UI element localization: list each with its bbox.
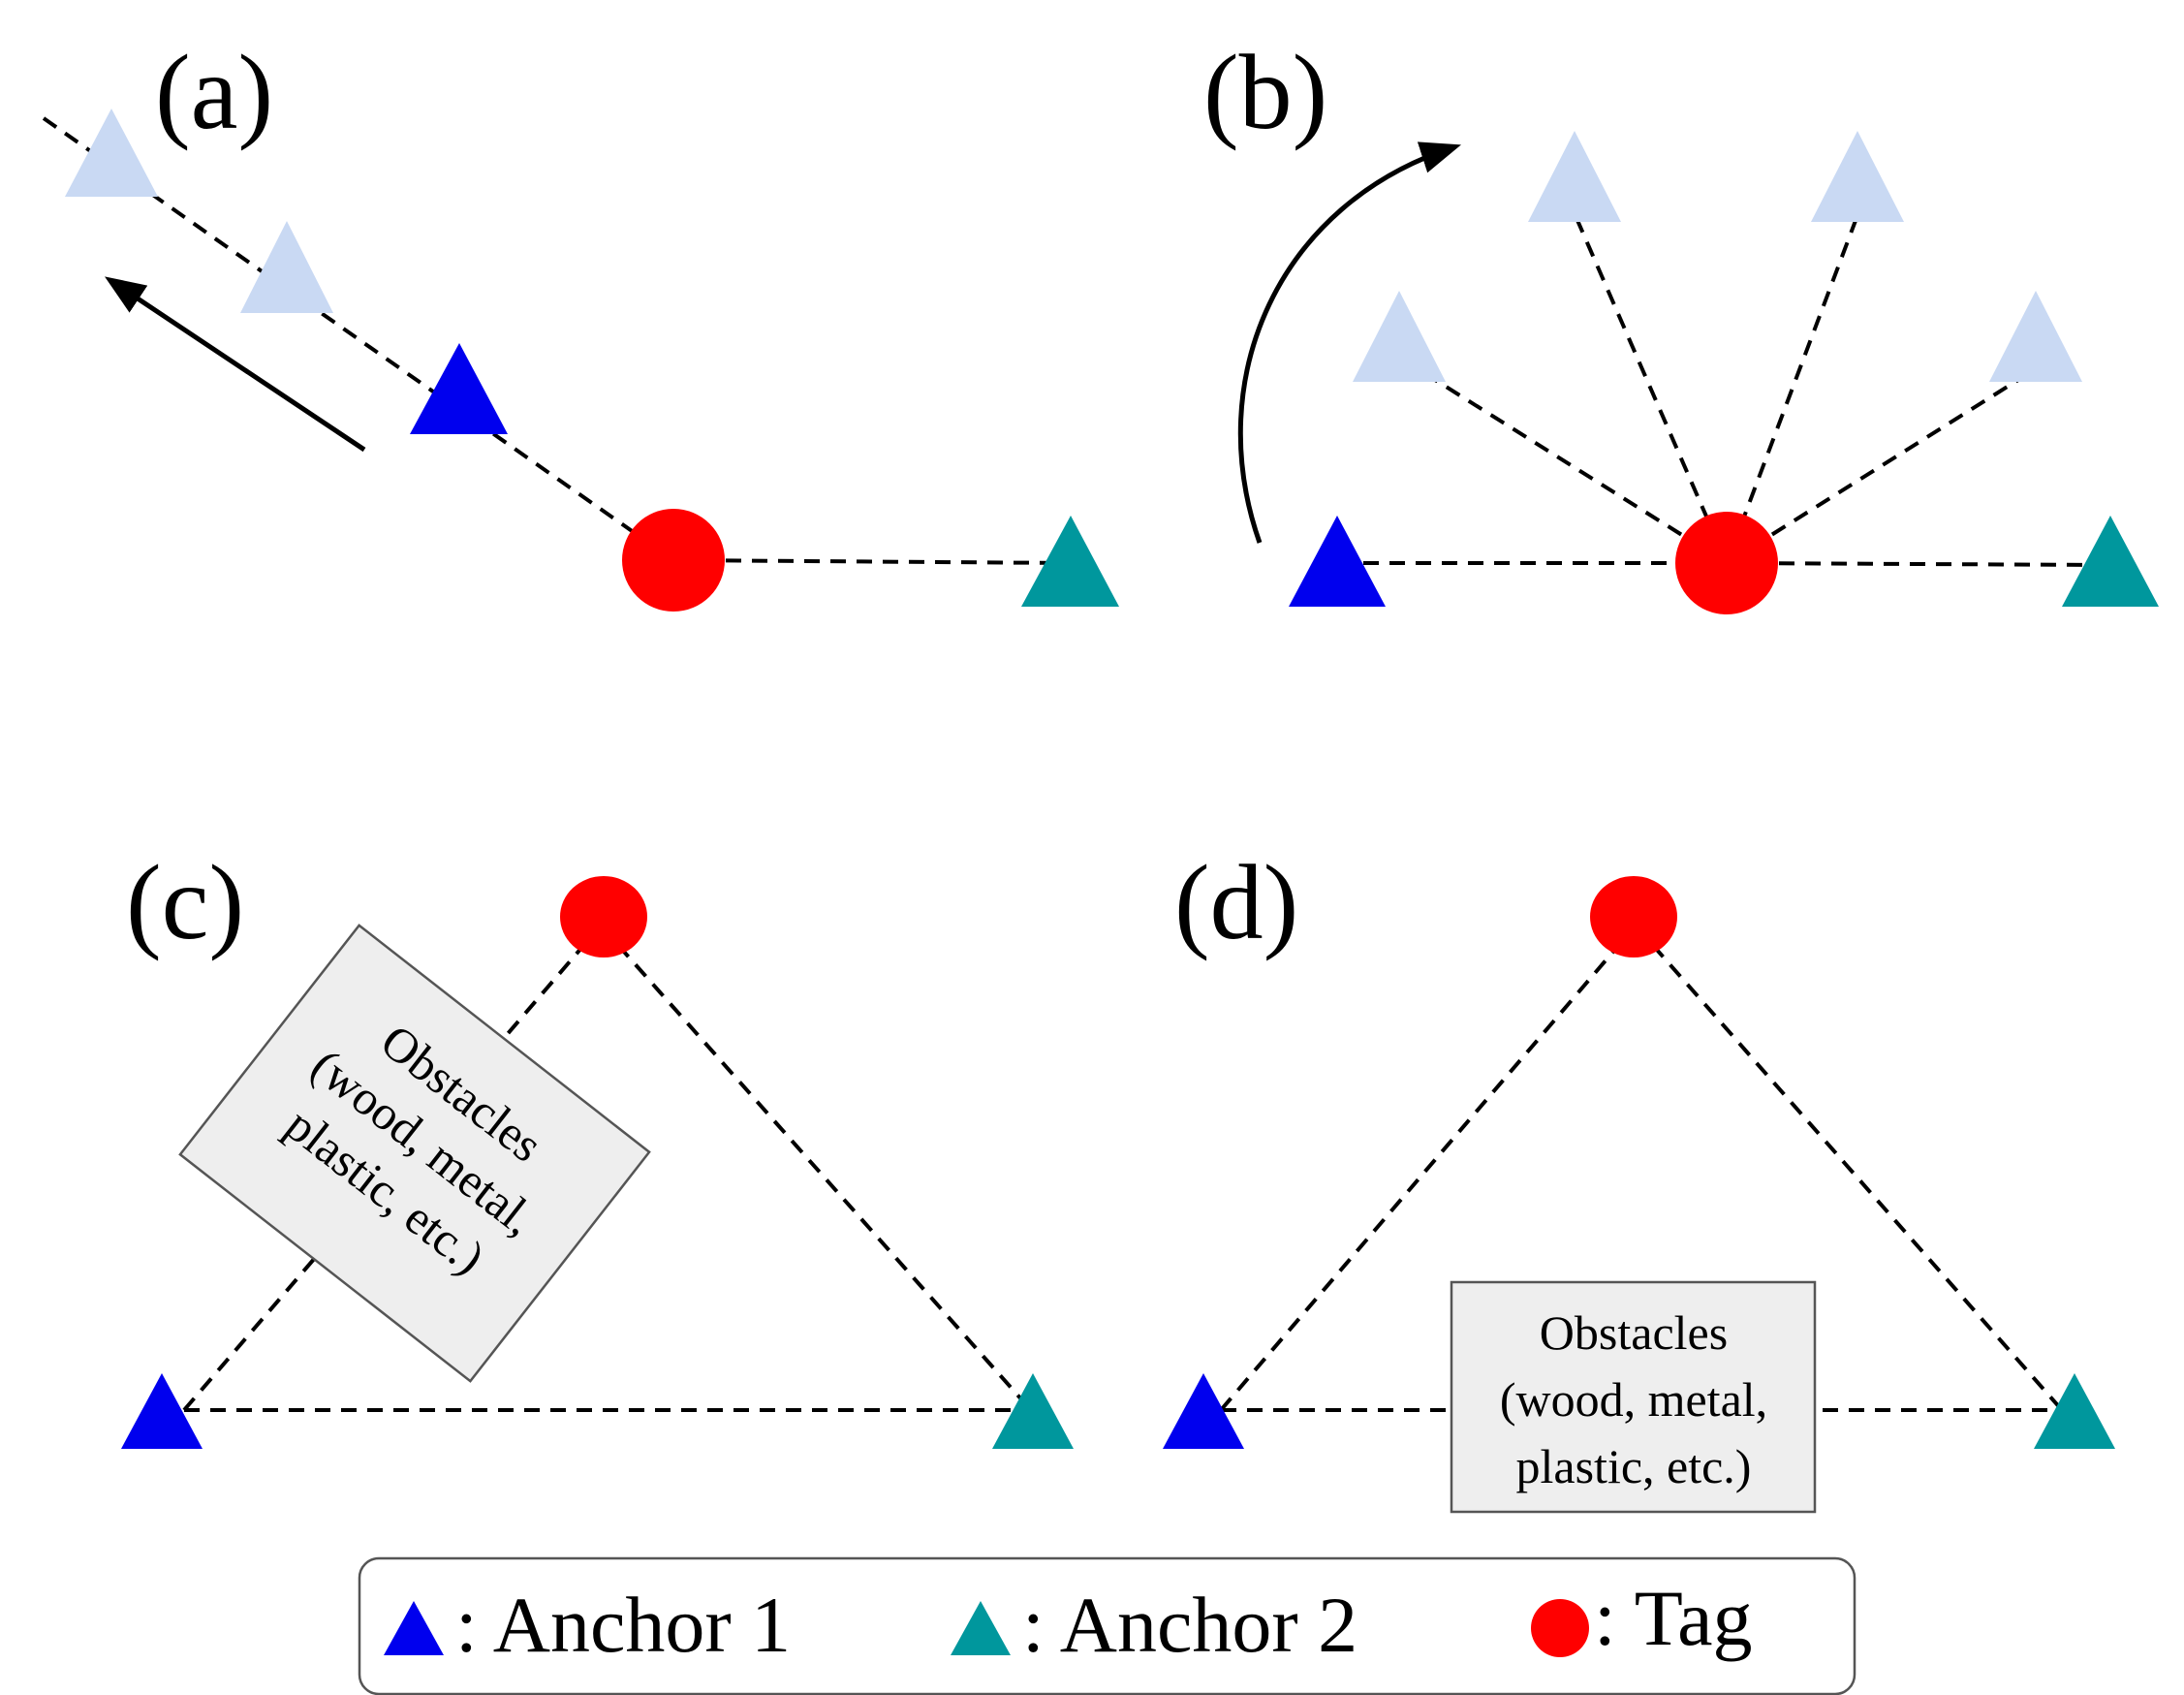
panel-c: (c) Obstacles (wood, metal, plastic, etc… (121, 843, 1074, 1449)
panel-c-tag-anchor2-line (599, 924, 1033, 1412)
panel-d-anchor1 (1163, 1373, 1244, 1449)
panel-d-obstacle-line-1: Obstacles (1540, 1305, 1728, 1360)
legend-anchor1-label: : Anchor 1 (455, 1581, 791, 1669)
legend-anchor2-icon (951, 1601, 1011, 1655)
panel-b-rotate-arrow (1237, 141, 1461, 544)
panel-a-moved-anchor-1 (65, 109, 158, 197)
panel-b-moved-anchor-1 (1353, 291, 1446, 382)
legend-box (358, 1556, 1856, 1695)
panel-a-move-arrow (105, 276, 366, 453)
panel-d-obstacle-line-2: (wood, metal, (1500, 1372, 1767, 1427)
panel-c-obstacle: Obstacles (wood, metal, plastic, etc.) (178, 924, 651, 1383)
panel-a-anchor2-line (672, 558, 1072, 565)
panel-b-moved-anchor-2 (1528, 131, 1621, 222)
panel-a-tag (622, 509, 725, 612)
panel-b-anchor2-line (1726, 561, 2111, 567)
panel-b-ray-1 (1422, 371, 1729, 565)
panel-d-anchor2 (2034, 1373, 2115, 1449)
panel-d-tag-anchor2-line (1634, 924, 2064, 1412)
panel-c-tag (560, 876, 647, 957)
panel-d-label: (d) (1174, 843, 1298, 961)
panel-b-ray-4 (1725, 371, 2031, 565)
panel-a-path-line (42, 116, 675, 562)
panel-d-tag (1590, 876, 1677, 957)
panel-a: (a) (42, 33, 1119, 612)
panel-d: (d) Obstacles (wood, metal, plastic, etc… (1163, 843, 2115, 1514)
panel-b-label: (b) (1203, 33, 1327, 151)
panel-d-obstacle-box (1450, 1280, 1817, 1514)
panel-b-ray-2 (1575, 217, 1729, 564)
legend-tag-icon (1531, 1599, 1589, 1657)
panel-d-anchor1-tag-line (1219, 924, 1638, 1412)
panel-b-moved-anchor-4 (1989, 291, 2082, 382)
panel-c-obstacle-box (178, 924, 651, 1383)
panel-d-obstacle-line-3: plastic, etc.) (1516, 1439, 1752, 1493)
legend-tag-label: : Tag (1594, 1574, 1753, 1662)
panel-b: (b) (1203, 33, 2159, 614)
legend-anchor2-label: : Anchor 2 (1022, 1581, 1357, 1669)
panel-a-label: (a) (155, 33, 273, 151)
panel-c-label: (c) (126, 843, 244, 961)
panel-a-anchor1 (410, 343, 508, 434)
panel-b-anchor1 (1289, 516, 1386, 607)
panel-c-anchor1 (121, 1373, 203, 1449)
legend: : Anchor 1 : Anchor 2 : Tag (358, 1556, 1856, 1695)
panel-d-obstacle: Obstacles (wood, metal, plastic, etc.) (1450, 1280, 1817, 1514)
panel-a-moved-anchor-2 (240, 221, 333, 313)
panel-a-anchor2 (1021, 516, 1119, 607)
panel-b-ray-3 (1725, 217, 1858, 564)
panel-b-moved-anchor-3 (1811, 131, 1904, 222)
panel-b-anchor2 (2062, 516, 2159, 607)
panel-b-tag (1675, 512, 1778, 614)
panel-c-anchor2 (992, 1373, 1074, 1449)
legend-anchor1-icon (384, 1601, 444, 1655)
